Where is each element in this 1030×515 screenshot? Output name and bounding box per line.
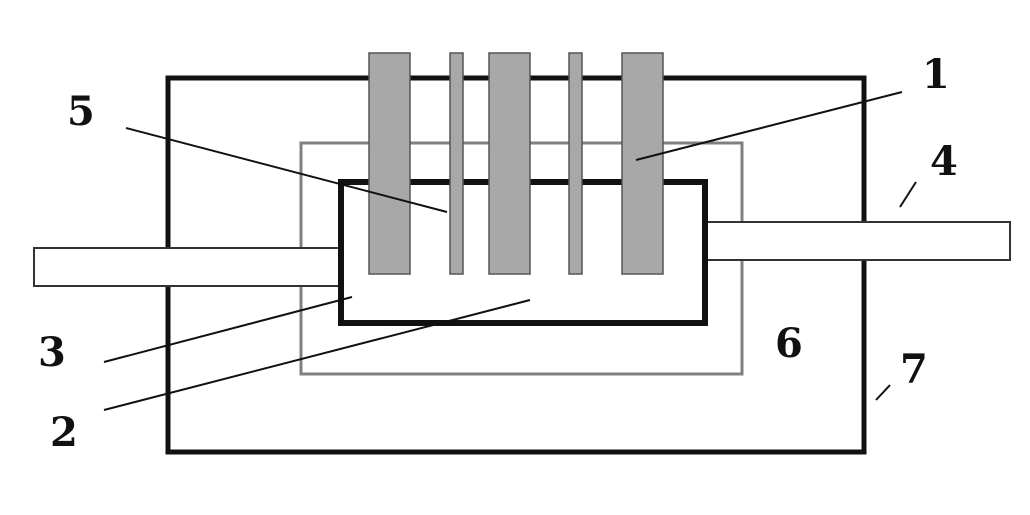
callout-5: 5 <box>67 88 95 135</box>
right-lead <box>704 221 1011 261</box>
wide-electrode-3 <box>621 52 664 275</box>
thin-electrode-1 <box>449 52 464 275</box>
callout-2: 2 <box>50 409 78 456</box>
left-lead <box>33 247 345 287</box>
callout-7: 7 <box>900 346 928 393</box>
callout-1: 1 <box>922 51 950 98</box>
thin-electrode-2 <box>568 52 583 275</box>
callout-4: 4 <box>930 138 958 185</box>
callout-3: 3 <box>38 329 66 376</box>
callout-6: 6 <box>775 320 803 367</box>
leader-line-3 <box>103 296 353 363</box>
leader-line-1 <box>635 91 903 161</box>
leader-line-5 <box>125 127 448 213</box>
leader-line-4 <box>899 181 917 208</box>
leader-line-2 <box>103 299 531 411</box>
leader-line-7 <box>875 384 891 401</box>
wide-electrode-1 <box>368 52 411 275</box>
wide-electrode-2 <box>488 52 531 275</box>
